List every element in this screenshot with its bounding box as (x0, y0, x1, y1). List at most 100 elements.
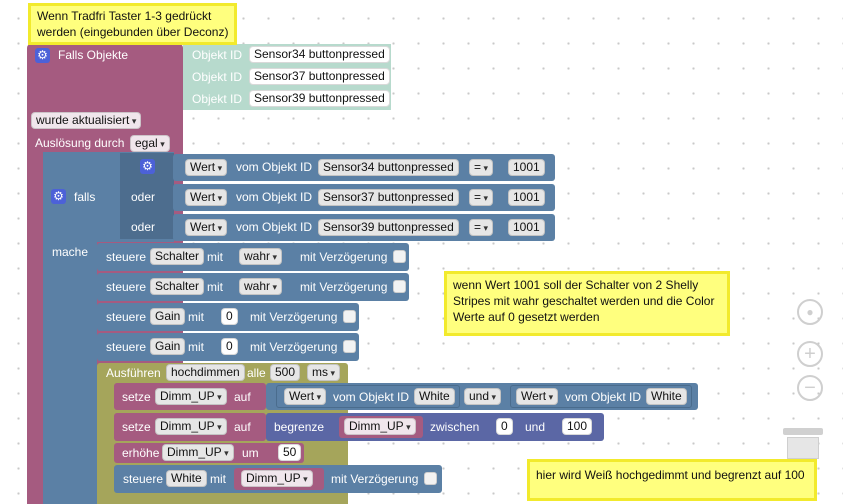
unit-dropdown[interactable]: ms (307, 364, 341, 381)
erhoehe-label: erhöhe (122, 446, 160, 460)
compare-value[interactable]: 1001 (508, 159, 545, 176)
gear-icon[interactable]: ⚙ (51, 189, 66, 204)
number-field[interactable]: 0 (221, 338, 238, 355)
delay-checkbox[interactable] (393, 280, 406, 293)
object-id-field[interactable]: White (646, 388, 687, 405)
step-field[interactable]: 50 (278, 444, 302, 461)
object-id-field[interactable]: Sensor34 buttonpressed (249, 46, 390, 63)
steuere-label: steuere (106, 310, 147, 324)
zoom-in-icon[interactable]: + (797, 341, 823, 367)
delay-checkbox[interactable] (343, 310, 356, 323)
min-field[interactable]: 0 (496, 418, 513, 435)
compare-block-3[interactable]: Wert vom Objekt ID Sensor39 buttonpresse… (173, 214, 555, 241)
oder-label: oder (131, 190, 156, 204)
mit-label: mit (210, 472, 226, 486)
interval-ms-field[interactable]: 500 (270, 364, 301, 381)
set-variable-block-1[interactable]: setze Dimm_UP auf (114, 383, 266, 410)
mache-label: mache (52, 245, 89, 259)
control-block-white[interactable]: steuere White mit Dimm_UP mit Verzögerun… (114, 465, 442, 493)
steuere-label: steuere (106, 340, 147, 354)
object-id-label: Objekt ID (192, 48, 243, 62)
note-line: werden (eingebunden über Deconz) (37, 25, 229, 39)
auf-label: auf (234, 390, 251, 404)
control-block-gain-2[interactable]: steuere Gain mit 0 mit Verzögerung (97, 333, 359, 361)
from-object-label: vom Objekt ID (236, 190, 313, 204)
object-field[interactable]: Schalter (150, 278, 205, 295)
operator-dropdown[interactable]: = (469, 219, 494, 236)
setze-label: setze (122, 420, 151, 434)
compare-block-2[interactable]: Wert vom Objekt ID Sensor37 buttonpresse… (173, 184, 555, 211)
note-line: Wenn Tradfri Taster 1-3 gedrückt (37, 9, 212, 23)
object-id-field[interactable]: Sensor37 buttonpressed (249, 68, 390, 85)
object-id-field[interactable]: White (414, 388, 455, 405)
delay-label: mit Verzögerung (331, 472, 419, 486)
gear-icon[interactable]: ⚙ (35, 48, 50, 63)
note-line: Stripes mit wahr geschaltet werden und d… (453, 294, 715, 308)
compare-block-1[interactable]: Wert vom Objekt ID Sensor34 buttonpresse… (173, 154, 555, 181)
variable-dropdown[interactable]: Dimm_UP (344, 418, 416, 435)
number-field[interactable]: 0 (221, 308, 238, 325)
object-id-field[interactable]: Sensor34 buttonpressed (318, 159, 459, 176)
constrain-block[interactable]: begrenze Dimm_UP zwischen 0 und 100 (266, 413, 604, 441)
object-id-field[interactable]: Sensor39 buttonpressed (249, 90, 390, 107)
from-object-label: vom Objekt ID (333, 390, 410, 404)
variable-dropdown[interactable]: Dimm_UP (155, 418, 227, 435)
from-object-label: vom Objekt ID (236, 220, 313, 234)
interval-name-field[interactable]: hochdimmen (166, 364, 245, 381)
value-dropdown[interactable]: Wert (516, 388, 559, 405)
delay-checkbox[interactable] (393, 250, 406, 263)
increment-block[interactable]: erhöhe Dimm_UP um 50 (114, 443, 304, 463)
variable-dropdown[interactable]: Dimm_UP (162, 444, 234, 461)
object-block-3[interactable]: Objekt ID Sensor39 buttonpressed (183, 88, 391, 110)
control-block-schalter-1[interactable]: steuere Schalter mit wahr mit Verzögerun… (97, 243, 409, 271)
steuere-label: steuere (123, 472, 164, 486)
note-line: Werte auf 0 gesetzt werden (453, 310, 600, 324)
und-label: und (525, 420, 546, 434)
delay-label: mit Verzögerung (300, 280, 388, 294)
object-field[interactable]: Gain (150, 338, 186, 355)
operator-dropdown[interactable]: = (469, 159, 494, 176)
max-field[interactable]: 100 (562, 418, 593, 435)
object-block-2[interactable]: Objekt ID Sensor37 buttonpressed (183, 66, 391, 88)
value-dropdown[interactable]: Wert (185, 219, 228, 236)
control-block-schalter-2[interactable]: steuere Schalter mit wahr mit Verzögerun… (97, 273, 409, 301)
falls-label: falls (74, 190, 96, 204)
comment-note-top[interactable]: Wenn Tradfri Taster 1-3 gedrückt werden … (28, 3, 237, 45)
compare-value[interactable]: 1001 (508, 189, 545, 206)
value-dropdown[interactable]: Wert (284, 388, 327, 405)
gear-icon[interactable]: ⚙ (140, 159, 155, 174)
object-id-field[interactable]: Sensor39 buttonpressed (318, 219, 459, 236)
oder-label: oder (131, 220, 156, 234)
trash-icon[interactable] (783, 428, 823, 459)
set-variable-block-2[interactable]: setze Dimm_UP auf (114, 413, 266, 441)
value-dropdown[interactable]: Wert (185, 159, 228, 176)
and-dropdown[interactable]: und (464, 388, 502, 405)
operator-dropdown[interactable]: = (469, 189, 494, 206)
steuere-label: steuere (106, 250, 147, 264)
object-field[interactable]: White (166, 470, 207, 487)
ausloesung-dropdown[interactable]: egal (130, 135, 170, 152)
join-block[interactable]: Wert vom Objekt ID White und Wert vom Ob… (266, 383, 698, 410)
compare-value[interactable]: 1001 (508, 219, 545, 236)
auf-label: auf (234, 420, 251, 434)
setze-label: setze (122, 390, 151, 404)
object-field[interactable]: Gain (150, 308, 186, 325)
delay-checkbox[interactable] (424, 472, 437, 485)
object-id-label: Objekt ID (192, 92, 243, 106)
bool-dropdown[interactable]: wahr (239, 278, 283, 295)
variable-dropdown[interactable]: Dimm_UP (155, 388, 227, 405)
comment-note-middle[interactable]: wenn Wert 1001 soll der Schalter von 2 S… (444, 271, 730, 336)
object-id-field[interactable]: Sensor37 buttonpressed (318, 189, 459, 206)
bool-dropdown[interactable]: wahr (239, 248, 283, 265)
zoom-out-icon[interactable]: − (797, 375, 823, 401)
comment-note-bottom[interactable]: hier wird Weiß hochgedimmt und begrenzt … (527, 459, 817, 501)
variable-dropdown[interactable]: Dimm_UP (241, 470, 313, 487)
control-block-gain-1[interactable]: steuere Gain mit 0 mit Verzögerung (97, 303, 359, 331)
object-field[interactable]: Schalter (150, 248, 205, 265)
delay-label: mit Verzögerung (250, 340, 338, 354)
delay-checkbox[interactable] (343, 340, 356, 353)
value-dropdown[interactable]: Wert (185, 189, 228, 206)
object-block-1[interactable]: Objekt ID Sensor34 buttonpressed (183, 44, 391, 66)
target-icon[interactable]: ● (797, 299, 823, 325)
update-mode-dropdown[interactable]: wurde aktualisiert (31, 112, 142, 129)
